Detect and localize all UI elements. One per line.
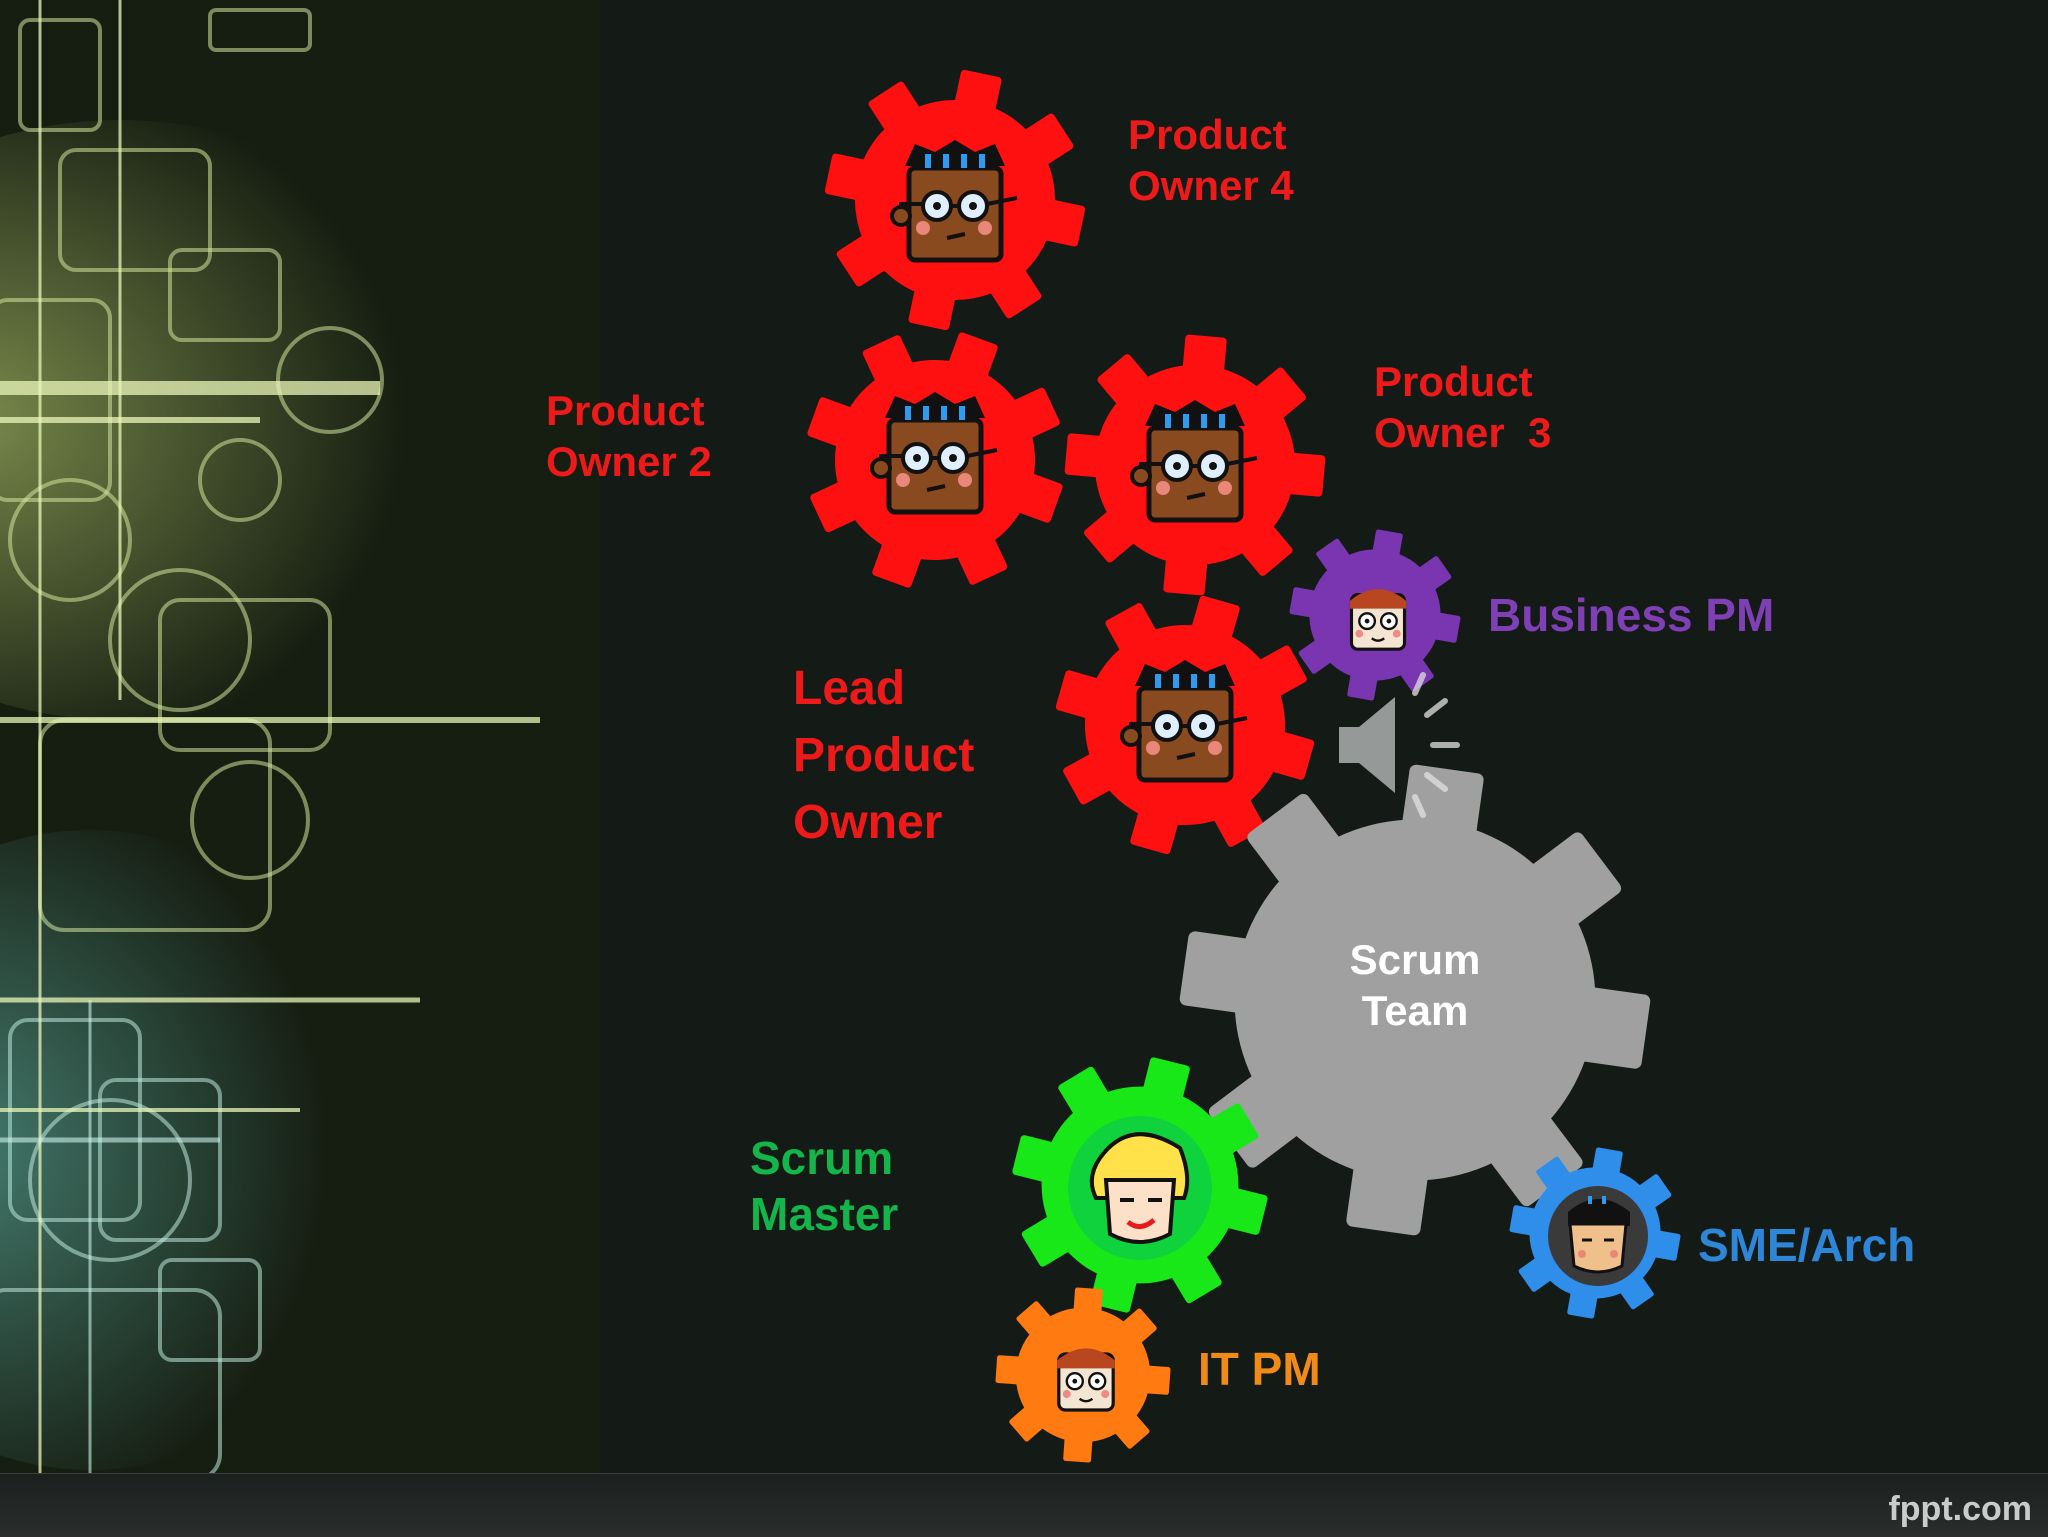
product-owner-3-avatar-icon bbox=[1132, 400, 1257, 520]
footer-brand-text: fppt.com bbox=[1888, 1490, 2032, 1528]
speaker-icon bbox=[1339, 672, 1460, 818]
scrum-team-label: Scrum Team bbox=[1349, 936, 1481, 1035]
business-pm-avatar-icon bbox=[1348, 587, 1408, 651]
product-owner-4-avatar-icon bbox=[892, 140, 1017, 260]
it-pm-label: IT PM bbox=[1198, 1343, 1321, 1395]
lead-product-owner-label: Lead Product Owner bbox=[793, 662, 975, 850]
scrum-master-avatar-icon bbox=[1068, 1116, 1212, 1260]
business-pm-label: Business PM bbox=[1488, 589, 1775, 641]
product-owner-2-label: Product Owner 2 bbox=[546, 387, 712, 486]
scrum-master-label: Scrum Master bbox=[750, 1132, 899, 1241]
product-owner-2-avatar-icon bbox=[872, 392, 997, 512]
footer-bar bbox=[0, 1473, 2048, 1537]
sme-arch-avatar-icon bbox=[1548, 1186, 1648, 1286]
it-pm-avatar-icon bbox=[1055, 1346, 1117, 1412]
lead-product-owner-avatar-icon bbox=[1122, 660, 1247, 780]
product-owner-4-label: Product Owner 4 bbox=[1128, 111, 1294, 210]
sme-arch-label: SME/Arch bbox=[1698, 1219, 1916, 1271]
product-owner-3-label: Product Owner 3 bbox=[1374, 358, 1552, 457]
